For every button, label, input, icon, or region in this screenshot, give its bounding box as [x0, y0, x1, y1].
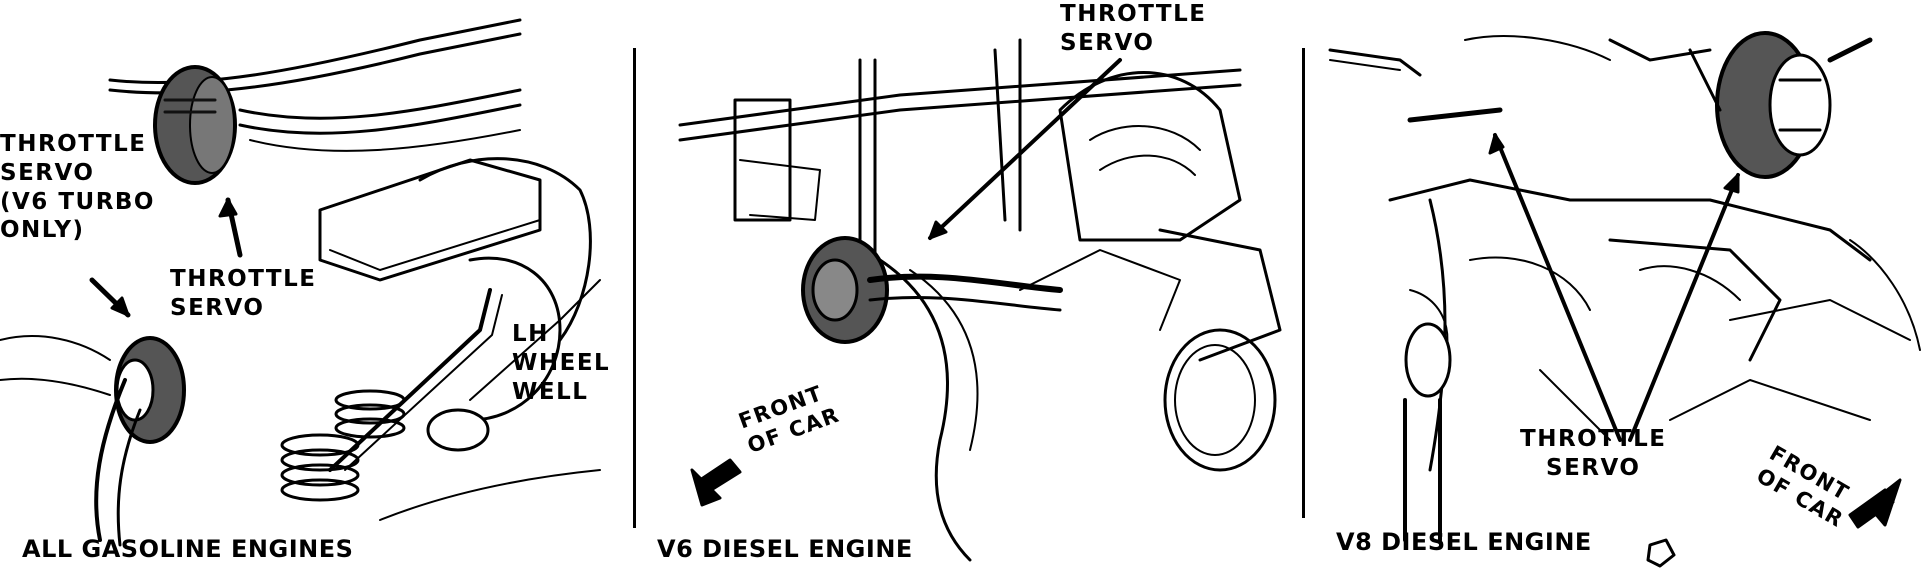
label-line: LH: [512, 321, 549, 347]
label-throttle-servo: THROTTLE SERVO: [170, 265, 316, 323]
label-line: SERVO: [170, 294, 265, 321]
label-line: THROTTLE: [0, 131, 147, 157]
v8-diesel-illustration: [1328, 31, 1921, 568]
panel-divider: [1302, 48, 1305, 518]
caption-v6-diesel-engine: V6 DIESEL ENGINE: [657, 535, 913, 563]
label-line: THROTTLE: [1060, 1, 1207, 27]
panel-gasoline-engines: THROTTLE SERVO (V6 TURBO ONLY) THROTTLE …: [0, 0, 630, 576]
label-throttle-servo: THROTTLE SERVO: [1520, 425, 1666, 483]
label-line: THROTTLE: [1520, 426, 1667, 452]
throttle-servo-v6: [801, 236, 889, 344]
label-line: SERVO: [1060, 29, 1155, 56]
panel-v8-diesel-engine: THROTTLE SERVO FRONT OF CAR V8 DIESEL EN…: [1310, 0, 1932, 576]
label-throttle-servo-v6-turbo: THROTTLE SERVO (V6 TURBO ONLY): [0, 130, 155, 245]
label-line: SERVO: [0, 159, 95, 186]
label-line: WHEEL: [512, 349, 611, 376]
throttle-servo-lower: [114, 336, 186, 444]
label-line: SERVO: [1546, 454, 1641, 481]
label-line: (V6 TURBO: [0, 188, 155, 215]
panel-divider: [633, 48, 636, 528]
caption-gasoline-engines: ALL GASOLINE ENGINES: [22, 535, 354, 563]
caption-v8-diesel-engine: V8 DIESEL ENGINE: [1336, 528, 1592, 556]
front-of-car-arrow: [1848, 478, 1902, 529]
v6-diesel-illustration: [678, 38, 1282, 562]
throttle-servo-v8: [1715, 31, 1832, 179]
label-line: ONLY): [0, 217, 85, 244]
label-throttle-servo: THROTTLE SERVO: [1060, 0, 1206, 58]
panel-v6-diesel-engine: THROTTLE SERVO FRONT OF CAR V6 DIESEL EN…: [640, 0, 1300, 576]
label-lh-wheel-well: LH WHEEL WELL: [512, 320, 610, 406]
coil-spring: [280, 389, 406, 502]
throttle-servo-upper: [153, 65, 237, 185]
gasoline-engine-illustration: [0, 18, 601, 547]
label-line: WELL: [512, 378, 589, 405]
label-line: THROTTLE: [170, 266, 317, 292]
front-of-car-arrow: [690, 458, 742, 507]
